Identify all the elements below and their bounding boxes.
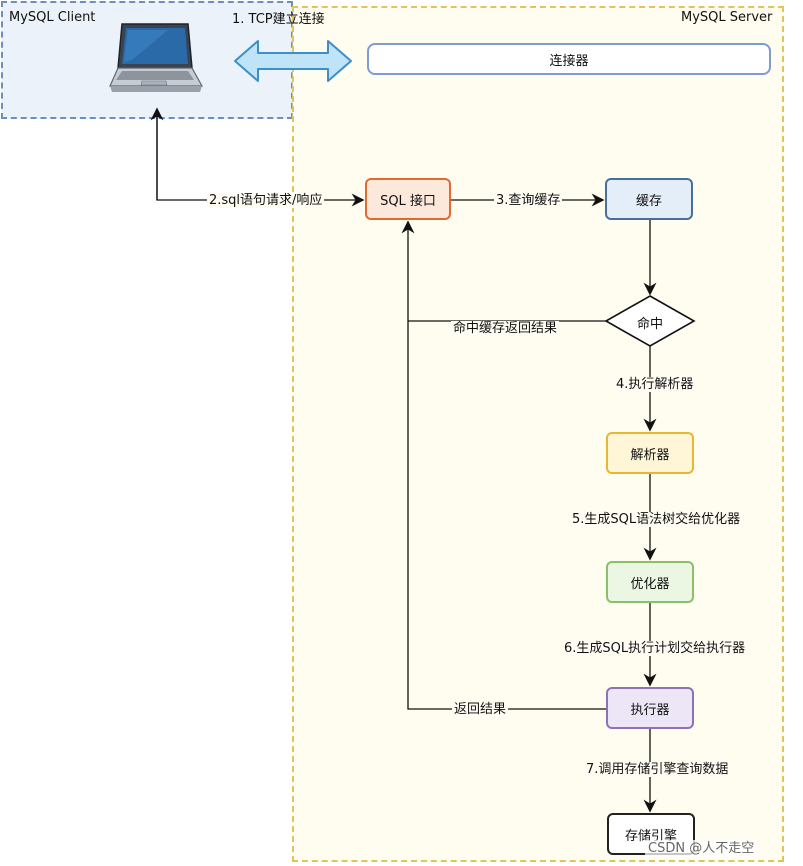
hit-label: 命中 [636, 317, 663, 332]
optimizer-node: 优化器 [606, 561, 694, 603]
double-arrow-icon [234, 40, 352, 82]
edge-label-exec-plan: 6.生成SQL执行计划交给执行器 [562, 641, 748, 656]
executor-node: 执行器 [606, 687, 694, 729]
cache-node: 缓存 [605, 178, 693, 220]
cache-label: 缓存 [635, 193, 662, 209]
edge-label-run-parser: 4.执行解析器 [614, 377, 696, 392]
edge-label-return-result: 返回结果 [452, 702, 509, 717]
edge-label-syntax-tree: 5.生成SQL语法树交给优化器 [570, 512, 743, 527]
edge-label-query-cache: 3.查询缓存 [494, 193, 563, 208]
connector-node: 连接器 [367, 43, 771, 75]
connector-label: 连接器 [549, 53, 589, 69]
edge-label-call-storage: 7.调用存储引擎查询数据 [584, 762, 731, 777]
edge-label-tcp: 1. TCP建立连接 [232, 12, 325, 27]
csdn-watermark: CSDN @人不走空 [645, 840, 758, 857]
edge-label-sql-request: 2.sql语句请求/响应 [207, 193, 325, 208]
parser-node: 解析器 [606, 432, 694, 474]
optimizer-label: 优化器 [630, 576, 670, 592]
parser-label: 解析器 [630, 447, 670, 463]
sql-interface-node: SQL 接口 [365, 178, 451, 220]
edge-label-hit-return: 命中缓存返回结果 [451, 321, 560, 336]
mysql-server-label: MySQL Server [681, 10, 773, 25]
sql-interface-label: SQL 接口 [380, 193, 436, 209]
edge-sql-request [156, 112, 365, 207]
mysql-client-label: MySQL Client [9, 10, 96, 25]
storage-engine-label: 存储引擎 [624, 828, 677, 844]
mysql-server-region [292, 6, 784, 862]
edge-return-result [401, 220, 606, 710]
executor-label: 执行器 [630, 702, 670, 718]
laptop-icon [109, 23, 204, 92]
